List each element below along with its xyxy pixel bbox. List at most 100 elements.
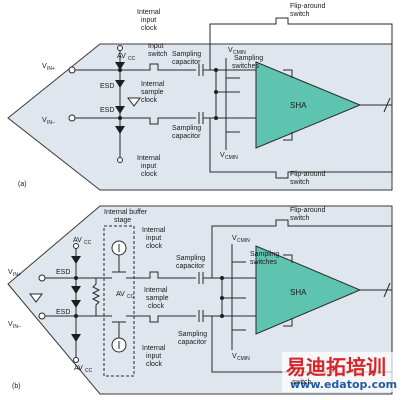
node-b3 — [220, 296, 224, 300]
flip-bot-b-partial: switch — [292, 379, 312, 386]
sample-clock-a-2: sample — [141, 89, 164, 96]
flip-bot-a-1: Flip-around — [290, 171, 326, 178]
vin-plus-sub-b: IN+ — [13, 272, 21, 278]
diode-2-a — [115, 80, 125, 88]
flip-top-b-2: switch — [290, 215, 310, 222]
sample-clock-a-1: Internal — [141, 81, 165, 88]
avcc-top-b: AV — [73, 237, 82, 244]
vin-minus-sub-a: IN– — [47, 120, 55, 126]
diode-1-a — [115, 62, 125, 70]
input-clock-bot-a-2: input — [141, 163, 156, 170]
diode-3-b — [71, 300, 81, 308]
output-tick-b — [383, 282, 391, 298]
input-clock-bot-a-1: Internal — [137, 155, 161, 162]
watermark-cn: 易迪拓培训 — [286, 355, 386, 379]
input-wires-b — [45, 277, 102, 317]
avcc-bot-b: AV — [74, 365, 83, 372]
sha-label-a: SHA — [290, 101, 307, 110]
vcmin-bot-sub-b: CMIN — [237, 356, 250, 362]
sha-amplifier-b — [255, 245, 362, 335]
diode-4-b — [71, 334, 81, 342]
flip-top-b-1: Flip-around — [290, 207, 326, 214]
sha-label-b: SHA — [290, 288, 307, 297]
input-switch-top-b — [145, 271, 168, 279]
vcmin-top-a: V — [228, 47, 233, 54]
node-a1 — [118, 68, 122, 72]
diode-4-a — [115, 126, 125, 134]
input-clock-top-b-1: Internal — [142, 227, 166, 234]
input-clock-bot-b-3: clock — [146, 361, 162, 368]
vcmin-bot-b: V — [232, 353, 237, 360]
vin-plus-label-a: V — [42, 63, 47, 70]
input-switch-label-a-2: switch — [148, 51, 168, 58]
buffer-stage-b-1: Internal buffer — [104, 209, 148, 216]
samp-sw-a-1: Sampling — [234, 55, 263, 62]
caption-a: (a) — [18, 181, 27, 188]
avcc-mid-sub-b: CC — [127, 294, 135, 300]
flip-around-top-b — [211, 219, 393, 290]
avcc-node-top-b — [73, 243, 79, 249]
samp-cap-bot-b-2: capacitor — [178, 339, 207, 346]
vin-minus-sub-b: IN– — [13, 324, 21, 330]
input-switch-bot-b — [145, 315, 168, 323]
vin-minus-pin-b — [38, 312, 46, 320]
flip-bot-a-2: switch — [290, 179, 310, 186]
gnd-node-a — [117, 157, 123, 163]
node-b4 — [220, 276, 224, 280]
input-switch-bot-a — [145, 117, 168, 125]
samp-sw-b-2: switches — [250, 259, 277, 266]
buffer-stage-box — [103, 225, 135, 377]
output-tick-a — [383, 97, 391, 113]
esd-top-b: ESD — [56, 269, 70, 276]
watermark-backdrop — [282, 352, 400, 392]
esd-top-a: ESD — [100, 83, 114, 90]
node-a3 — [214, 90, 218, 94]
diode-1-b — [71, 256, 81, 264]
vin-minus-label-b: V — [8, 321, 13, 328]
input-switch-top-a — [145, 63, 168, 71]
samp-cap-top-a-2: capacitor — [172, 59, 201, 66]
input-clock-top-a-1: Internal — [137, 9, 161, 16]
input-clock-top-b-2: input — [146, 235, 161, 242]
vcmin-top-sub-a: CMIN — [233, 50, 246, 56]
input-wires-a — [75, 69, 145, 119]
sha-amplifier-a — [255, 61, 362, 149]
input-clock-bot-b-1: Internal — [142, 345, 166, 352]
watermark-url: www.edatop.com — [290, 378, 397, 391]
node-b5 — [220, 314, 224, 318]
caption-b: (b) — [12, 383, 21, 390]
input-switch-label-a-1: Input — [148, 43, 164, 50]
avcc-bot-sub-b: CC — [85, 368, 93, 374]
flip-top-a-1: Flip-around — [290, 3, 326, 10]
samp-cap-top-b-2: capacitor — [176, 263, 205, 270]
input-clock-top-a-3: clock — [141, 25, 157, 32]
samp-cap-top-a-1: Sampling — [172, 51, 201, 58]
panel-b: SHA V IN+ V IN– AV CC ESD ESD AV CC Inte… — [7, 205, 393, 395]
vin-plus-sub-a: IN+ — [47, 66, 55, 72]
buffer-stage-b-2: stage — [114, 217, 131, 224]
esd-bot-b: ESD — [56, 309, 70, 316]
samp-cap-bot-a-1: Sampling — [172, 125, 201, 132]
diode-3-a — [115, 106, 125, 114]
avcc-label-a: AV — [117, 53, 126, 60]
sampling-cap-top-b — [168, 272, 256, 284]
vcmin-top-b: V — [232, 235, 237, 242]
node-b2 — [74, 314, 78, 318]
samp-sw-b-1: Sampling — [250, 251, 279, 258]
resistor-b — [91, 278, 101, 316]
samp-cap-top-b-1: Sampling — [176, 255, 205, 262]
avcc-node-bot-b — [73, 357, 79, 363]
vcmin-bot-a: V — [220, 152, 225, 159]
avcc-node-a — [117, 45, 123, 51]
ground-a — [127, 97, 141, 107]
flip-around-top-a — [209, 17, 393, 105]
flip-top-a-2: switch — [290, 11, 310, 18]
node-a4 — [214, 68, 218, 72]
samp-cap-bot-a-2: capacitor — [172, 133, 201, 140]
samp-sw-a-2: switches — [232, 63, 259, 70]
avcc-mid-b: AV — [116, 291, 125, 298]
panel-a: SHA V IN+ V IN– AV CC ESD ESD Internal i… — [7, 3, 393, 191]
amp-inputs-a — [283, 69, 293, 141]
vin-plus-pin-a — [68, 66, 76, 74]
